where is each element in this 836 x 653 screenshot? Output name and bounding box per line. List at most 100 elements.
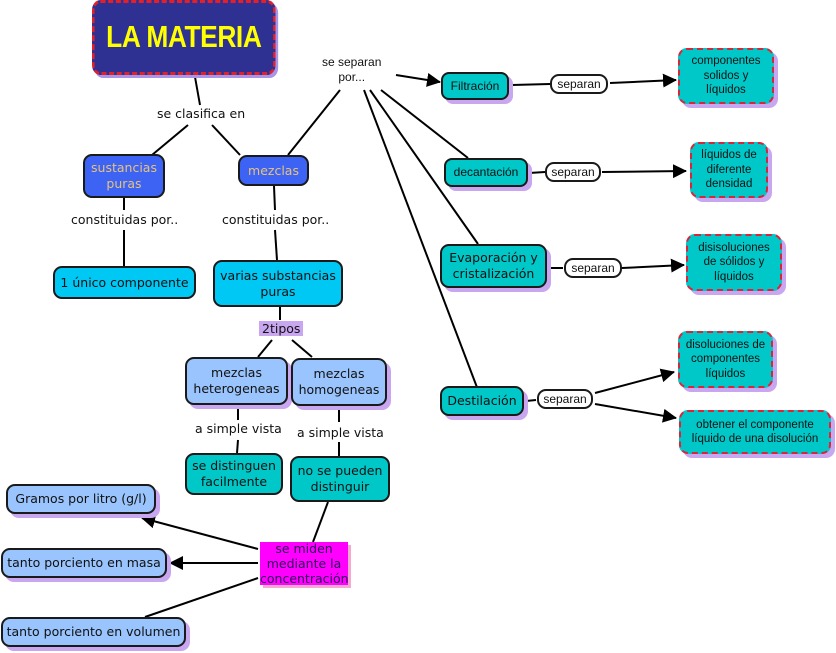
link-separan-evaporacion[interactable]: separan — [564, 258, 622, 278]
target-line: líquidos — [714, 270, 754, 283]
link-line: mediante la — [266, 555, 342, 571]
method-decantacion[interactable]: decantación — [444, 158, 528, 187]
method-line: Evaporación y — [449, 250, 538, 266]
edge-2tipos-heterogeneas — [257, 339, 273, 358]
edge-separan-destilacion — [363, 89, 479, 391]
target-line: componentes — [691, 55, 761, 68]
edge-miden-gramos — [141, 514, 259, 550]
node-line: facilmente — [200, 474, 268, 489]
target-line: líquidos de — [701, 149, 757, 162]
target-line: líquidos — [706, 84, 746, 97]
edge-mezclas-constituidas — [273, 185, 276, 211]
method-line: cristalización — [452, 266, 535, 281]
edge-separan-filtracion — [395, 73, 441, 87]
node-line: no se pueden — [297, 463, 383, 479]
target-line: solidos y — [703, 69, 749, 82]
method-text: Filtración — [450, 78, 500, 93]
node-line: sustancias — [91, 160, 157, 176]
target-line: diferente — [706, 163, 752, 176]
edge-miden-volumen — [144, 577, 259, 618]
link-2tipos: 2tipos — [259, 321, 304, 336]
node-line: puras — [106, 176, 142, 191]
node-text: tanto porciento en volumen — [6, 624, 181, 640]
edge-separan-evaporacion — [369, 89, 479, 245]
target-obtener-componente[interactable]: obtener el componente líquido de una diso… — [679, 410, 831, 454]
edge-decantacion-pill — [528, 171, 546, 174]
link-separan-decantacion[interactable]: separan — [545, 162, 601, 182]
link-se-clasifica-en: se clasifica en — [157, 106, 246, 122]
method-text: Destilación — [447, 393, 517, 409]
title-node[interactable]: LA MATERIA — [92, 0, 276, 75]
node-mezclas[interactable]: mezclas — [238, 155, 309, 186]
node-line: puras — [260, 283, 296, 299]
node-line: mezclas — [313, 366, 365, 382]
link-constituidas-por-1: constituidas por.. — [71, 212, 179, 228]
method-text: decantación — [453, 165, 519, 179]
edge-constituidas-varias — [274, 229, 278, 261]
node-line: mezclas — [211, 365, 262, 381]
link-text: separan — [551, 164, 595, 179]
link-se-separan-por: se separan por... — [319, 55, 385, 85]
target-line: de sólidos y — [703, 256, 765, 269]
link-a-simple-vista-2: a simple vista — [297, 425, 384, 441]
target-line: componentes — [690, 353, 761, 366]
node-line: homogeneas — [298, 382, 380, 397]
edge-destilacion-target2 — [594, 403, 677, 423]
edge-title-clasifica — [194, 76, 201, 106]
target-line: densidad — [705, 178, 753, 191]
edge-clasifica-mezclas — [211, 124, 241, 156]
link-line: se miden — [275, 541, 333, 556]
link-separan-destilacion[interactable]: separan — [537, 389, 593, 409]
edge-2tipos-homogeneas — [291, 339, 313, 358]
link-constituidas-por-2: constituidas por.. — [222, 212, 330, 228]
link-line: por... — [338, 70, 366, 84]
edge-separan-decantacion — [380, 89, 469, 159]
link-text: separan — [571, 260, 615, 275]
link-se-miden-concentracion[interactable]: se miden mediante la concentración — [260, 541, 349, 586]
edge-separan-mezclas — [287, 89, 341, 156]
node-unico-componente[interactable]: 1 único componente — [53, 266, 196, 299]
link-a-simple-vista-1: a simple vista — [195, 421, 282, 437]
link-line: concentración — [260, 570, 349, 586]
edge-destilacion-target1 — [594, 368, 675, 394]
link-text: separan — [557, 76, 601, 91]
link-line: se separan — [322, 55, 382, 69]
edge-filtracion-target — [609, 73, 677, 88]
edge-clasifica-sustancias — [151, 124, 189, 156]
target-line: líquidos — [705, 367, 746, 380]
node-porciento-masa[interactable]: tanto porciento en masa — [1, 548, 167, 578]
title-text: LA MATERIA — [106, 19, 262, 55]
method-filtracion[interactable]: Filtración — [441, 72, 509, 100]
link-text: separan — [543, 391, 587, 406]
node-line: heterogeneas — [193, 381, 280, 396]
target-line: disisoluciones — [698, 241, 770, 254]
target-line: obtener el componente — [696, 418, 814, 431]
edge-destilacion-pill — [525, 399, 537, 402]
node-text: mezclas — [248, 162, 299, 178]
node-line: distinguir — [310, 479, 370, 494]
node-porciento-volumen[interactable]: tanto porciento en volumen — [1, 617, 186, 647]
edge-nopueden-miden — [312, 501, 329, 543]
node-gramos-por-litro[interactable]: Gramos por litro (g/l) — [6, 484, 156, 514]
node-text: Gramos por litro (g/l) — [15, 491, 147, 507]
link-separan-filtracion[interactable]: separan — [550, 74, 608, 94]
edge-decantacion-target — [601, 164, 687, 179]
method-destilacion[interactable]: Destilación — [440, 386, 524, 416]
edge-vista-distinguen — [236, 439, 239, 454]
target-line: disoluciones de — [685, 338, 766, 351]
node-line: varias substancias — [220, 267, 336, 283]
target-line: líquido de una disolución — [691, 433, 819, 445]
node-text: tanto porciento en masa — [7, 555, 161, 571]
